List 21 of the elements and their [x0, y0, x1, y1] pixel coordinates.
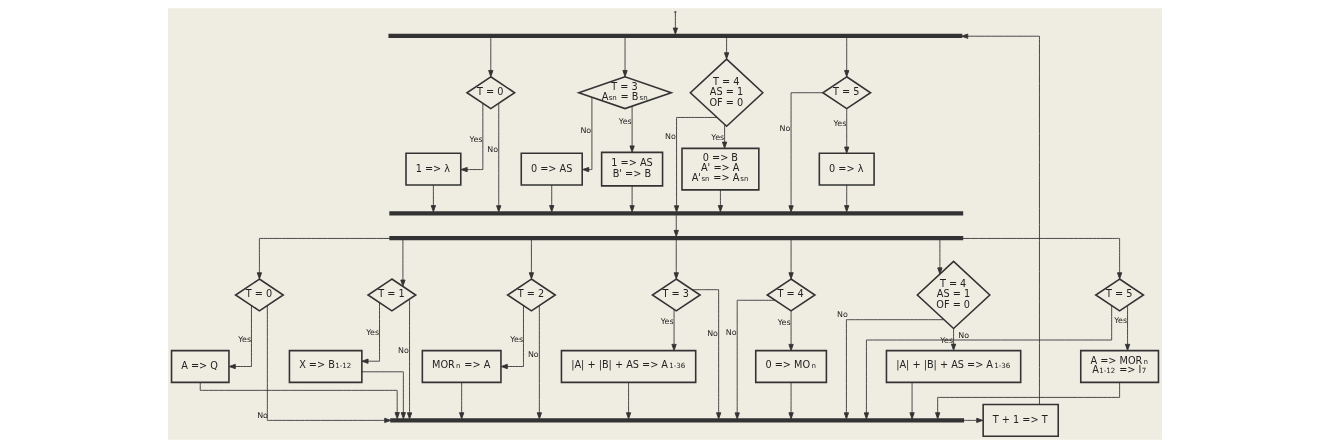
- edge-label: No: [664, 131, 676, 141]
- edge-label: Yes: [777, 318, 791, 328]
- edge-label: No: [957, 330, 969, 340]
- edge-label: No: [486, 145, 498, 155]
- edge-label: Yes: [832, 118, 846, 128]
- edge-label: No: [706, 328, 718, 338]
- edge-label: Yes: [509, 334, 523, 344]
- edge-label: Yes: [710, 132, 724, 142]
- edge-label: No: [725, 328, 737, 338]
- edge-label: No: [779, 123, 790, 133]
- edge-label: Yes: [660, 317, 674, 327]
- edge-label: No: [527, 349, 539, 359]
- edge-label: Yes: [469, 134, 482, 144]
- edge-label: No: [397, 346, 409, 356]
- edge-label: Yes: [1113, 315, 1127, 325]
- edge-label: Yes: [365, 328, 379, 338]
- edge-label: Yes: [237, 334, 251, 344]
- edge-label: Yes: [939, 335, 953, 345]
- edge-label: No: [836, 310, 848, 320]
- edge-label: No: [579, 125, 591, 135]
- edge-label: Yes: [618, 116, 632, 126]
